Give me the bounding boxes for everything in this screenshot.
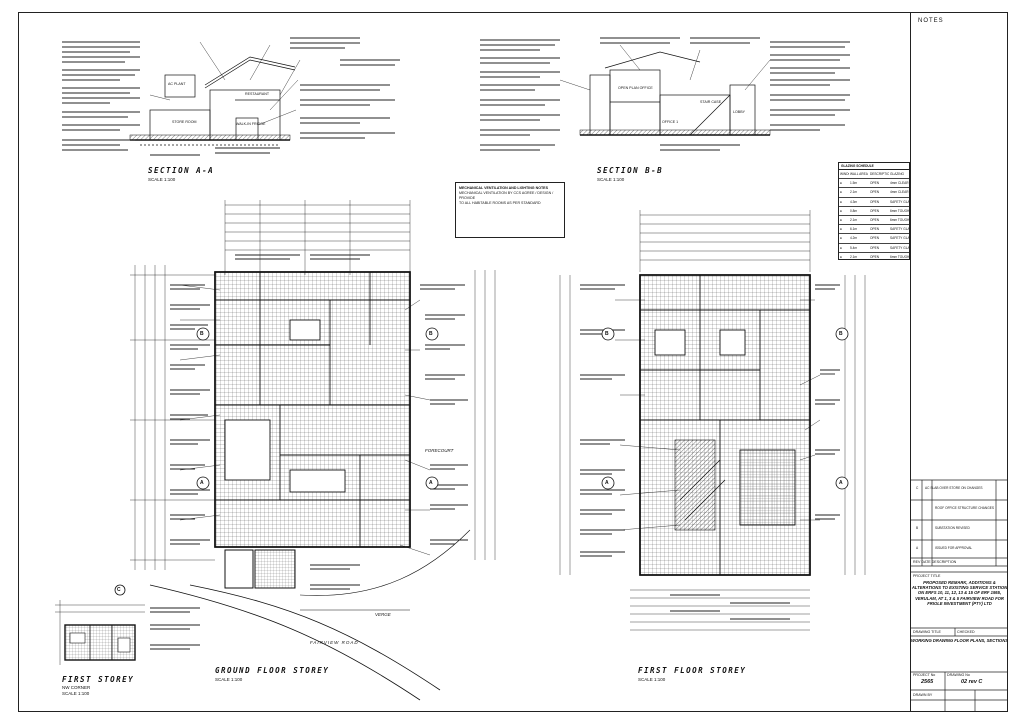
schedule-header-area: WALL AREA xyxy=(850,172,868,177)
ventilation-note-line1: MECHANICAL VENTILATION BY CCS AGREE / DE… xyxy=(459,191,554,200)
revision-c: AC SLAB OVER STORE ON CHANGES xyxy=(925,486,983,490)
project-title: PROPOSED REMARK, ADDITIONS & ALTERATIONS… xyxy=(911,580,1008,606)
revision-b2: ROOF OFFICE STRUCTURE CHANGES xyxy=(935,506,994,510)
drawn-by-label: DRAWN BY xyxy=(913,693,933,697)
notes-label: NOTES xyxy=(918,18,944,24)
fairview-road-label: FAIRVIEW ROAD xyxy=(310,640,359,645)
office-label: OFFICE 1 xyxy=(662,120,679,124)
section-b-title: SECTION B-B xyxy=(597,166,664,175)
section-a-scale: SCALE 1:100 xyxy=(148,177,176,182)
glazing-schedule: GLAZING SCHEDULE WINDOW TYPE WALL AREA D… xyxy=(838,162,910,260)
section-marker-a-ff-left: A xyxy=(605,480,609,486)
schedule-header-glazing: GLAZING xyxy=(890,172,904,177)
first-storey-scale: SCALE 1:100 xyxy=(62,691,90,696)
section-marker-a-left: A xyxy=(200,480,204,486)
walk-in-fridge-label: WALK-IN FRIDGE xyxy=(236,122,266,126)
section-marker-c: C xyxy=(117,587,121,593)
drawing-no-label: DRAWING No xyxy=(947,673,970,677)
ground-floor-title: GROUND FLOOR STOREY xyxy=(215,666,330,675)
ground-floor-scale: SCALE 1:100 xyxy=(215,677,243,682)
ac-plant-label: AC PLANT xyxy=(168,82,186,86)
section-a-drawing xyxy=(62,37,400,156)
revision-b-code: B xyxy=(916,526,919,530)
checked-label: CHECKED xyxy=(957,630,975,634)
project-no-label: PROJECT No xyxy=(913,673,936,677)
revision-b: SUBSTATION REVISED xyxy=(935,526,970,530)
forecourt-label: FORECOURT xyxy=(425,448,454,453)
lobby-label: LOBBY xyxy=(733,110,745,114)
stair-case-label: STAIR CASE xyxy=(700,100,722,104)
first-floor-plan xyxy=(559,210,866,631)
drawing-title: WORKING DRAWING FLOOR PLANS, SECTIONS xyxy=(911,638,1009,643)
first-floor-scale: SCALE 1:100 xyxy=(638,677,666,682)
section-b-drawing xyxy=(480,37,850,151)
section-markers xyxy=(114,327,849,596)
first-storey-sub: NW CORNER xyxy=(62,685,91,690)
section-b-scale: SCALE 1:100 xyxy=(597,177,625,182)
schedule-header-type: WINDOW TYPE xyxy=(840,172,849,177)
section-marker-b-right: B xyxy=(429,331,433,337)
store-room-label: STORE ROOM xyxy=(172,120,197,124)
first-floor-title: FIRST FLOOR STOREY xyxy=(638,666,747,675)
title-block-lines xyxy=(911,479,1008,712)
ground-floor-plan xyxy=(130,200,496,701)
rev-header: REV DATE DESCRIPTION xyxy=(913,560,957,564)
glazing-schedule-title: GLAZING SCHEDULE xyxy=(839,163,909,170)
restaurant-label: RESTAURANT xyxy=(245,92,270,96)
section-a-title: SECTION A-A xyxy=(148,166,215,175)
drawing-title-label: DRAWING TITLE xyxy=(913,630,941,634)
revision-c-code: C xyxy=(916,486,919,490)
project-no: 2565 xyxy=(921,679,934,685)
revision-a: ISSUED FOR APPROVAL xyxy=(935,546,973,550)
schedule-header-desc: DESCRIPTION xyxy=(870,172,889,177)
drawing-no: 02 rev C xyxy=(961,679,983,685)
section-marker-b-ff-right: B xyxy=(839,331,843,337)
open-plan-office-label: OPEN PLAN OFFICE xyxy=(618,86,653,90)
section-marker-b-ff-left: B xyxy=(605,331,609,337)
project-title-label: PROJECT TITLE xyxy=(913,574,941,578)
revision-a-code: A xyxy=(916,546,919,550)
section-marker-a-ff-right: A xyxy=(839,480,843,486)
verge-label: VERGE xyxy=(375,612,391,617)
title-column-divider xyxy=(910,12,911,712)
section-marker-b-left: B xyxy=(200,331,204,337)
ventilation-note-line2: TO ALL HABITABLE ROOMS AS PER STANDARD xyxy=(459,201,541,205)
first-storey-detail xyxy=(55,600,200,665)
sheet-border xyxy=(18,12,1008,712)
ventilation-note-box: MECHANICAL VENTILATION AND LIGHTING NOTE… xyxy=(455,182,565,238)
first-storey-title: FIRST STOREY xyxy=(62,675,135,684)
glazing-schedule-header: WINDOW TYPE WALL AREA DESCRIPTION GLAZIN… xyxy=(839,170,909,180)
section-marker-a-right: A xyxy=(429,480,433,486)
ventilation-note-title: MECHANICAL VENTILATION AND LIGHTING NOTE… xyxy=(459,186,548,190)
title-block: AC SLAB OVER STORE ON CHANGES C ROOF OFF… xyxy=(911,480,1008,712)
